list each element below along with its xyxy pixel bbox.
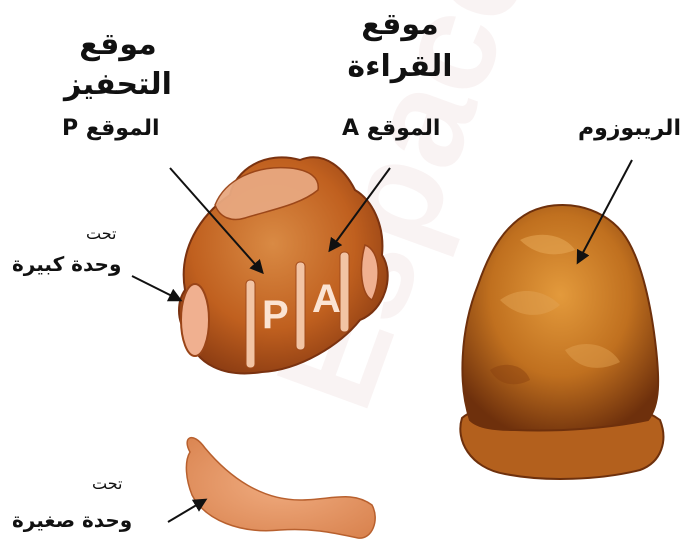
- a-site-label: الموقع A: [342, 118, 440, 140]
- arrow-small-subunit: [168, 500, 205, 522]
- a-site-title-line2: القراءة: [330, 52, 470, 82]
- small-subunit-prefix: تحت: [92, 476, 123, 492]
- small-subunit-label: وحدة صغيرة: [12, 510, 132, 530]
- p-site-letter: P: [262, 293, 289, 337]
- channel-stripe-2: [296, 262, 305, 350]
- large-subunit-prefix: تحت: [86, 226, 117, 242]
- large-subunit-label: وحدة كبيرة: [12, 254, 121, 274]
- p-site-label: الموقع P: [62, 118, 160, 140]
- p-site-title-line1: موقع: [68, 30, 168, 60]
- arrow-large-subunit: [132, 276, 180, 300]
- channel-stripe-3: [340, 252, 349, 332]
- ribosome-complete: [460, 205, 663, 479]
- exit-opening: [181, 284, 209, 356]
- small-subunit: [186, 438, 375, 539]
- channel-stripe-1: [246, 280, 255, 368]
- a-site-letter: A: [312, 277, 341, 321]
- p-site-title-line2: التحفيز: [50, 70, 186, 100]
- ribosome-label: الريبوزوم: [578, 118, 681, 140]
- a-site-title-line1: موقع: [335, 10, 465, 40]
